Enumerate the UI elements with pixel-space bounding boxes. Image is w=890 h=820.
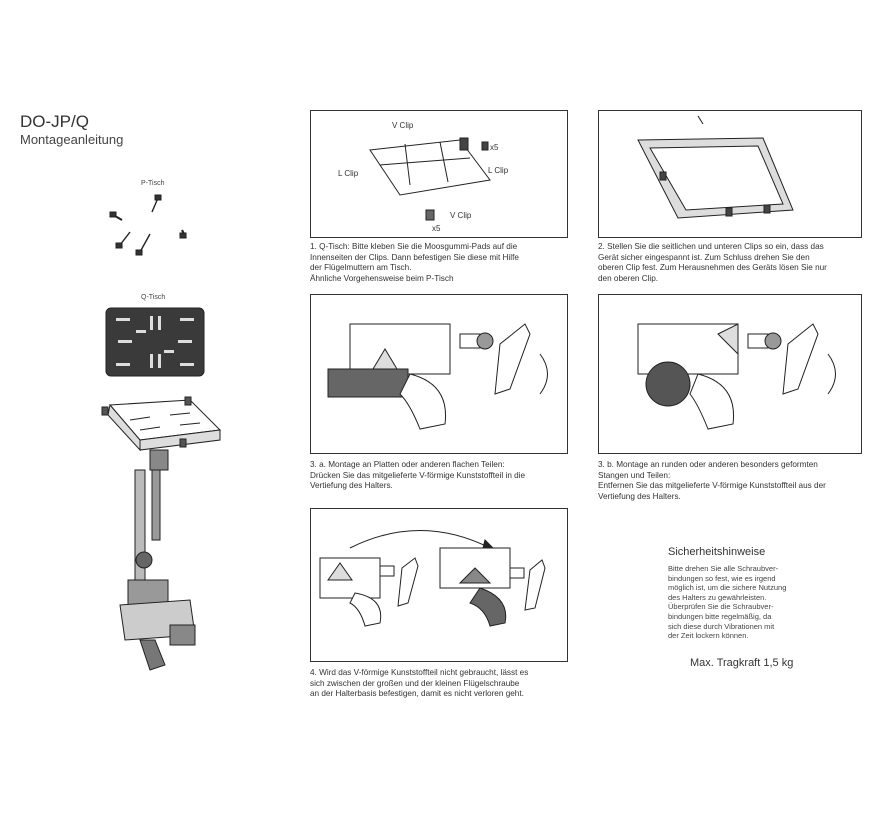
panel-4-illustration <box>637 323 836 430</box>
v-clip-top-label: V Clip <box>392 121 414 130</box>
panel-1-figure <box>310 110 568 238</box>
safety-text: Bitte drehen Sie alle Schraubver-bindung… <box>668 564 787 641</box>
panel-5-illustration <box>319 530 546 627</box>
document-subtitle: Montageanleitung <box>20 132 124 147</box>
panel-2-illustration <box>637 115 794 219</box>
document-title: DO-JP/Q <box>20 112 89 131</box>
panel-1-caption: 1. Q-Tisch: Bitte kleben Sie die Moosgum… <box>310 242 519 283</box>
panel-4-caption: 3. b. Montage an runden oder anderen bes… <box>598 460 826 501</box>
panel-3-caption: 3. a. Montage an Platten oder anderen fl… <box>310 460 526 490</box>
panel-2-caption: 2. Stellen Sie die seitlichen und untere… <box>598 242 827 283</box>
p-tisch-parts-illustration <box>109 194 187 256</box>
x5-top-label: x5 <box>490 143 499 152</box>
max-load-text: Max. Tragkraft 1,5 kg <box>690 657 794 669</box>
panel-5-caption: 4. Wird das V-förmige Kunststoffteil nic… <box>310 668 529 698</box>
q-tisch-plate-illustration <box>105 307 205 377</box>
panel-3-illustration <box>327 323 548 430</box>
l-clip-left-label: L Clip <box>338 169 359 178</box>
q-tisch-label: Q-Tisch <box>141 294 166 301</box>
x5-bottom-label: x5 <box>432 224 441 233</box>
mount-assembly-illustration <box>101 396 222 671</box>
safety-title: Sicherheitshinweise <box>668 546 766 558</box>
v-clip-bottom-label: V Clip <box>450 211 472 220</box>
l-clip-right-label: L Clip <box>488 166 509 175</box>
p-tisch-label: P-Tisch <box>141 180 165 187</box>
panel-1-illustration: V Clip x5 L Clip L Clip V Clip x5 <box>338 121 509 233</box>
